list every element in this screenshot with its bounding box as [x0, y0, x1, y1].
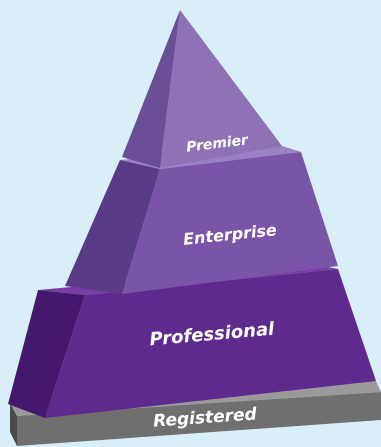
- tier-professional: Professional: [8, 265, 376, 418]
- tier-premier: Premier: [122, 10, 282, 168]
- professional-front-face: [45, 269, 376, 418]
- registered-front-face: [17, 392, 381, 446]
- registered-left-face: [10, 403, 17, 446]
- tier-label-premier: Premier: [185, 132, 250, 156]
- enterprise-front-face: [122, 152, 338, 294]
- premier-front-face: [160, 10, 282, 168]
- professional-left-face: [8, 290, 85, 418]
- premier-left-face: [122, 10, 180, 168]
- enterprise-left-face: [65, 160, 160, 294]
